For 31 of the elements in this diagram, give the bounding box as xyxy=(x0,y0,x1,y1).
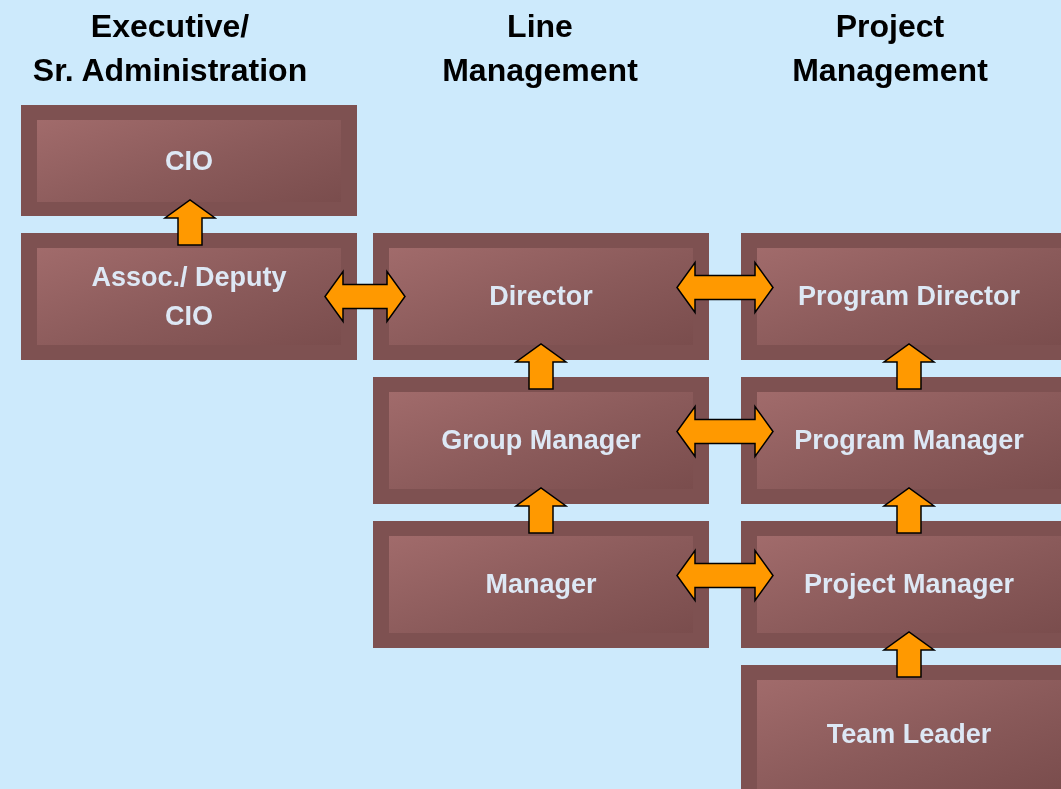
role-box xyxy=(741,377,1061,504)
role-title: Group Manager xyxy=(441,424,641,457)
role-title: Program Manager xyxy=(794,424,1024,457)
role-box xyxy=(373,233,709,360)
role-title: Manager xyxy=(485,568,597,601)
column-heading: Project Management xyxy=(791,7,989,90)
role-title: Program Director xyxy=(797,280,1021,313)
role-box xyxy=(373,377,709,504)
block-arrow xyxy=(881,631,937,678)
role-box xyxy=(21,233,357,360)
block-arrow xyxy=(676,404,774,459)
role-title: Team Leader xyxy=(826,718,992,751)
role-box xyxy=(741,665,1061,789)
block-arrow xyxy=(881,343,937,390)
block-arrow xyxy=(513,487,569,534)
role-title: Assoc./ Deputy CIO xyxy=(90,260,288,333)
block-arrow xyxy=(676,260,774,315)
block-arrow xyxy=(881,487,937,534)
column-heading: Line Management xyxy=(441,7,639,90)
role-box xyxy=(741,521,1061,648)
block-arrow xyxy=(162,199,218,246)
block-arrow xyxy=(513,343,569,390)
role-title: Project Manager xyxy=(803,568,1015,601)
block-arrow xyxy=(676,548,774,603)
block-arrow xyxy=(324,269,406,324)
column-heading: Executive/ Sr. Administration xyxy=(31,7,309,90)
role-title: CIO xyxy=(165,144,213,178)
role-box xyxy=(21,105,357,216)
role-box xyxy=(741,233,1061,360)
role-title: Director xyxy=(489,280,593,313)
role-box xyxy=(373,521,709,648)
